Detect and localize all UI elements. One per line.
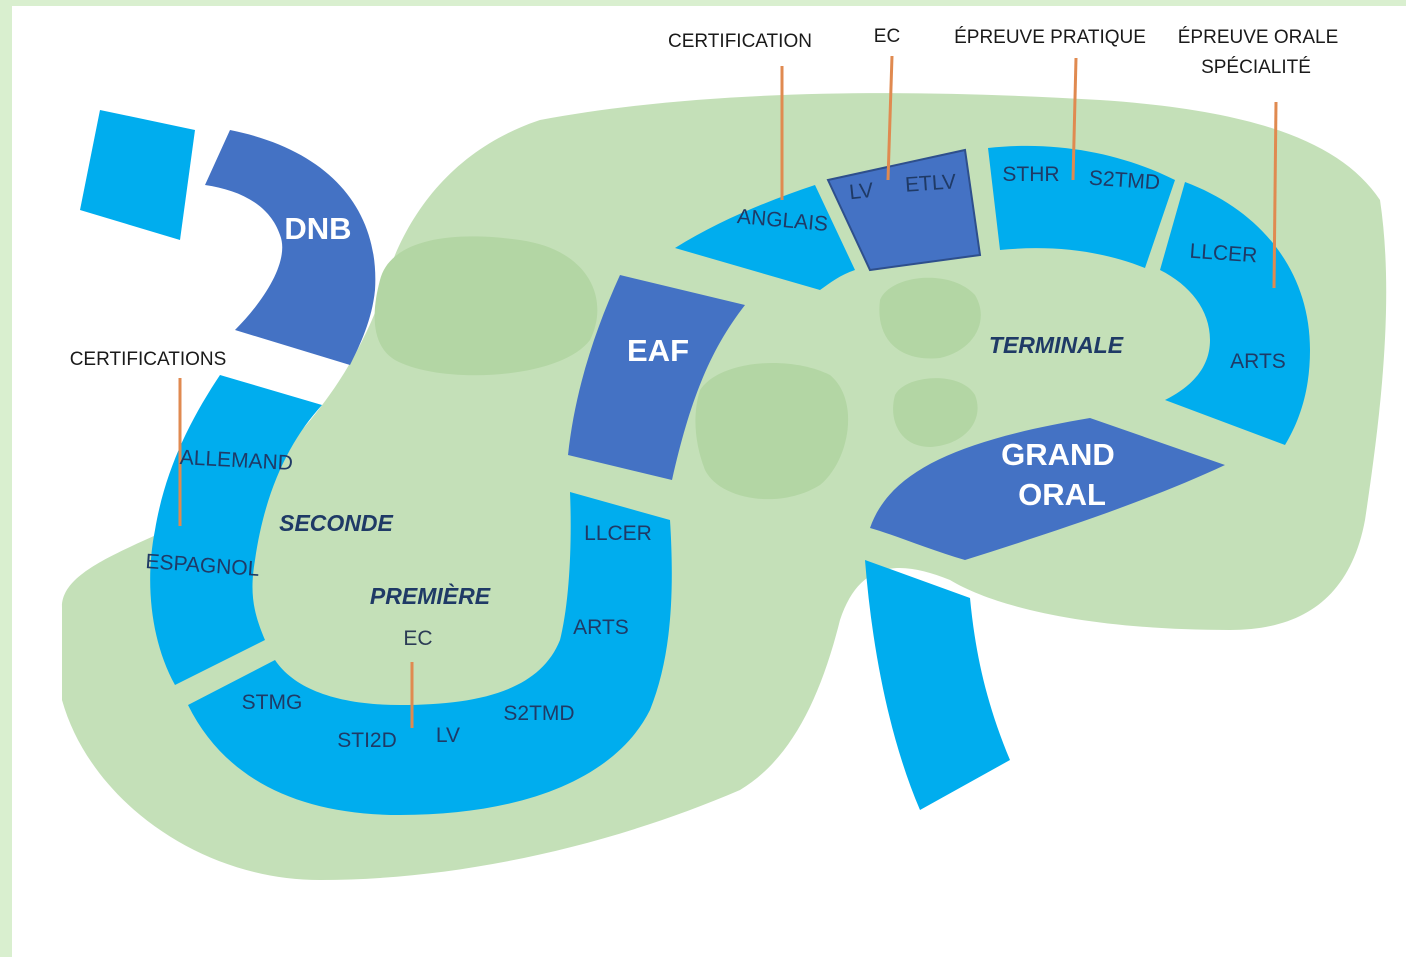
premiere-ec-label: EC <box>403 627 432 650</box>
premiere-label: PREMIÈRE <box>370 582 491 609</box>
epreuve-orale-callout-line1: ÉPREUVE ORALE <box>1178 27 1339 48</box>
road-end-block[interactable] <box>865 560 1010 810</box>
terminale-option-sthr: STHR <box>1002 163 1059 186</box>
leader-line <box>1071 57 1078 181</box>
seconde-label: SECONDE <box>279 510 393 536</box>
terminale-option-llcer: LLCER <box>1189 240 1258 268</box>
eaf-label: EAF <box>627 333 689 368</box>
dnb-label: DNB <box>284 211 351 246</box>
terminale-option-arts: ARTS <box>1230 350 1286 373</box>
grand-oral-road-segment[interactable] <box>870 418 1225 560</box>
epreuve-orale-callout-line2: SPÉCIALITÉ <box>1201 57 1311 78</box>
premiere-option-arts: ARTS <box>573 616 629 639</box>
land-patch <box>879 277 981 359</box>
certifications-callout: CERTIFICATIONS <box>70 349 227 370</box>
road-start-block[interactable] <box>80 110 195 240</box>
premiere-road-segment[interactable] <box>188 492 672 815</box>
land-patch <box>374 236 598 376</box>
dnb-road-segment[interactable] <box>205 130 376 365</box>
premiere-option-stmg: STMG <box>242 691 303 714</box>
eaf-road-segment[interactable] <box>568 275 745 480</box>
terminale-option-etlv: ETLV <box>904 170 956 196</box>
grand-oral-label-line2: ORAL <box>1018 477 1106 512</box>
grand-oral-label-line1: GRAND <box>1001 437 1115 472</box>
terminale-anglais-segment[interactable] <box>675 185 855 290</box>
terminale-sthr-s2tmd-segment[interactable] <box>988 145 1175 268</box>
leader-line <box>1272 101 1278 289</box>
premiere-option-sti2d: STI2D <box>337 729 397 752</box>
epreuve-pratique-callout: ÉPREUVE PRATIQUE <box>954 27 1146 48</box>
premiere-option-lv: LV <box>436 724 460 747</box>
premiere-option-llcer: LLCER <box>584 522 652 545</box>
terminale-llcer-arts-segment[interactable] <box>1160 182 1310 445</box>
terminale-lv-etlv-segment[interactable] <box>826 148 982 272</box>
terminale-option-s2tmd: S2TMD <box>1088 167 1161 195</box>
terminale-label: TERMINALE <box>989 332 1124 358</box>
terminale-option-lv: LV <box>848 179 874 204</box>
land-patch <box>893 378 978 447</box>
leader-line <box>886 55 894 181</box>
seconde-road-segment[interactable] <box>150 375 322 685</box>
ec-callout: EC <box>874 26 900 47</box>
land-patch <box>695 363 849 500</box>
certification-callout: CERTIFICATION <box>668 31 812 52</box>
premiere-option-s2tmd: S2TMD <box>503 702 574 725</box>
